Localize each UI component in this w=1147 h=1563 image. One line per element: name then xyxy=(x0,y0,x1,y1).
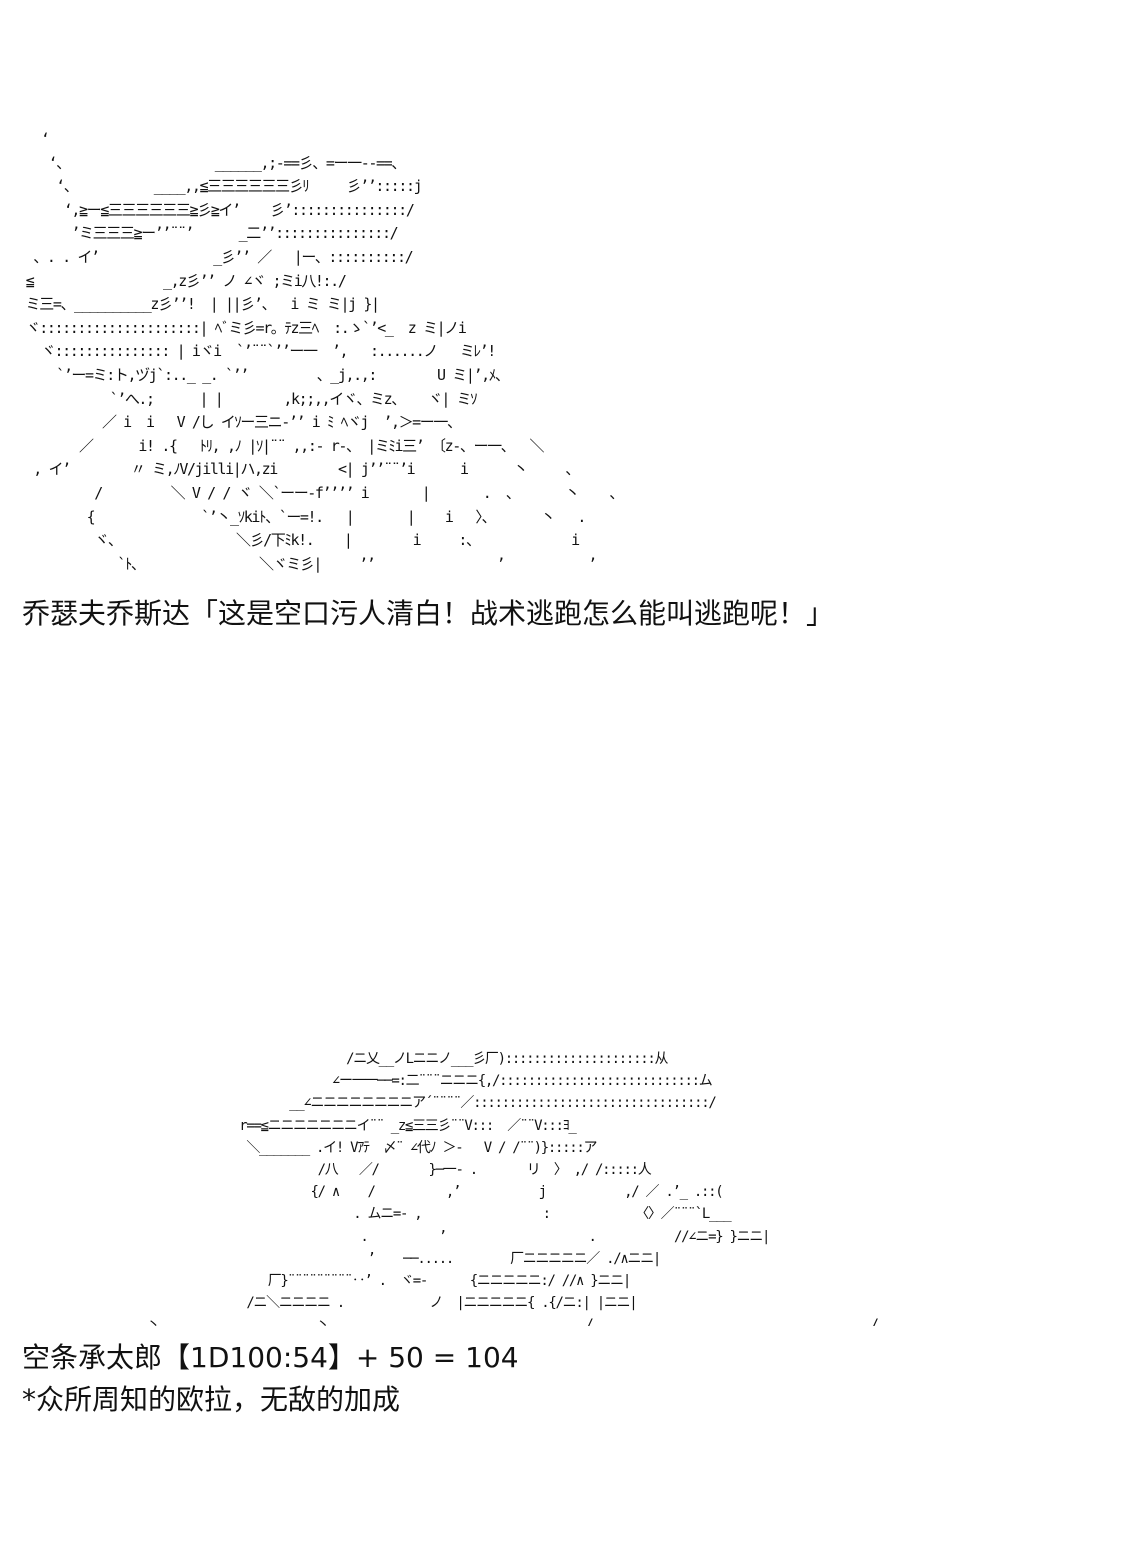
dice-roll-result: 空条承太郎【1D100:54】+ 50 = 104 xyxy=(22,1341,519,1374)
dialogue-joseph: 乔瑟夫乔斯达「这是空口污人清白！战术逃跑怎么能叫逃跑呢！」 xyxy=(22,597,835,630)
ascii-art-jotaro: /ニ乂__ノLニニノ___彡厂):::::::::::::::::::::从 ∠… xyxy=(146,1051,879,1326)
roll-bonus-note: *众所周知的欧拉，无敌的加成 xyxy=(22,1383,401,1416)
ascii-art-joseph: ‘ ‘、 ______,;-==彡、=ー一--==、 ‘、 ____,,≦三三三… xyxy=(25,130,618,573)
